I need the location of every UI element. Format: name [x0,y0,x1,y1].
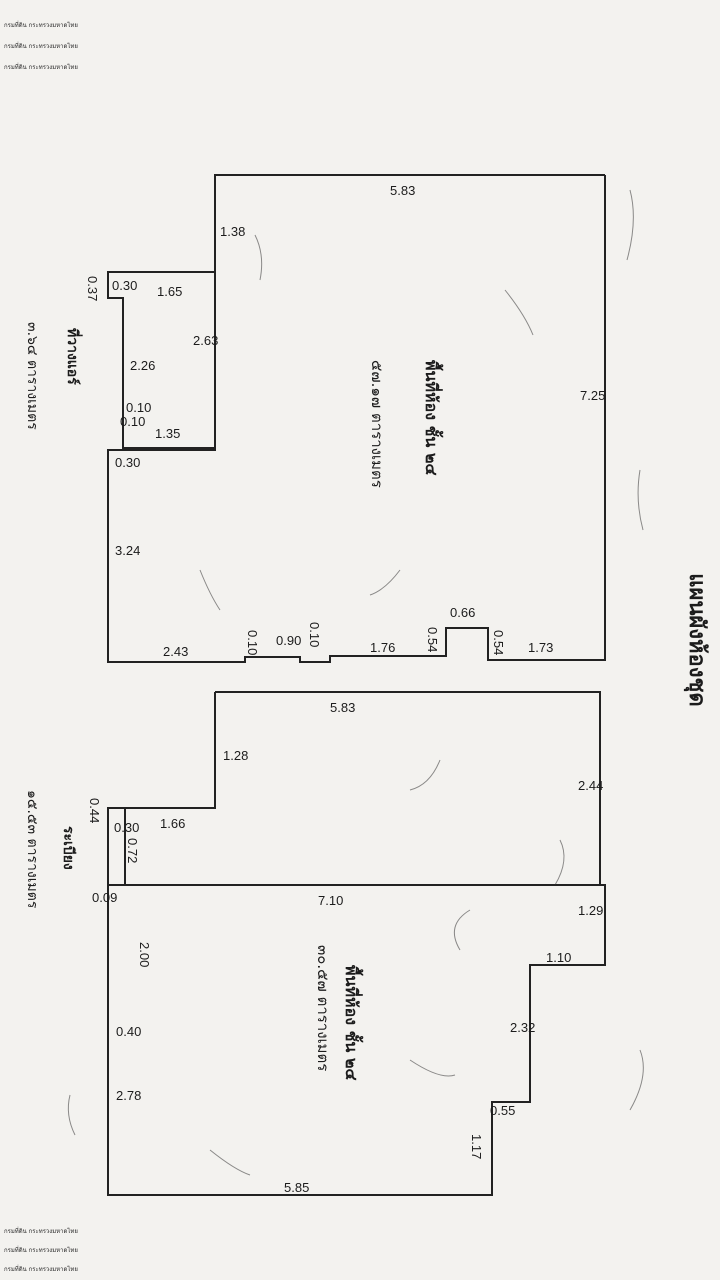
scan-mark [254,234,263,281]
dim-lower-mid-a: 2.00 [137,942,152,967]
header-strip-text: กรมที่ดิน กระทรวงมหาดไทย [4,21,78,29]
dim-lower-right-b: 1.10 [546,950,571,965]
dim-small-b: 1.65 [157,284,182,299]
unit-lower-outline [107,691,606,1196]
dim-lower-right-c: 1.17 [469,1134,484,1159]
dim-lower-right-a: 1.29 [578,903,603,918]
dim-bottom-e: 1.76 [370,640,395,655]
dim-bottom-a: 2.43 [163,644,188,659]
dim-lower-top: 5.83 [330,700,355,715]
scan-mark [453,909,471,951]
footer-strip-text: กรมที่ดิน กระทรวงมหาดไทย [4,1265,78,1273]
unit-lower-area: ๓๐.๕๗ ตารางเมตร [314,945,332,1071]
dim-bottom-d: 0.10 [307,622,322,647]
unit-lower-name: พื้นที่ห้อง ชั้น ๒๔ [342,965,364,1081]
unit-upper-main [214,174,605,272]
plan-title: แผนผังห้องชุด [683,573,709,706]
scan-mark [554,839,565,886]
dim-lower-mid-c: 0.40 [116,1024,141,1039]
dim-left-low: 3.24 [115,543,140,558]
unit-upper-walls [107,175,606,663]
dim-small-a: 0.30 [112,278,137,293]
dim-lower-right-top: 2.44 [578,778,603,793]
dim-inner-h: 2.26 [130,358,155,373]
unit-lower-balcony-area: ๑๕.๕๓ ตารางเมตร [24,790,40,909]
scan-mark [626,189,634,261]
unit-upper-balcony-area: ๓.๖๔ ตารางเมตร [24,322,40,430]
dim-lower-left-low: 2.78 [116,1088,141,1103]
dim-mid-v: 2.63 [193,333,218,348]
unit-lower-small [108,807,126,885]
dim-notch-c: 0.54 [491,630,506,655]
dim-bottom-b: 0.10 [245,630,260,655]
scan-mark [67,1094,76,1136]
dim-small-c: 0.37 [85,276,100,301]
scan-mark [209,1149,251,1176]
header-strip-text: กรมที่ดิน กระทรวงมหาดไทย [4,63,78,71]
unit-lower-balcony-name: ระเบียง [60,826,76,870]
header-strip: กรมที่ดิน กระทรวงมหาดไทย กรมที่ดิน กระทร… [4,21,78,71]
dim-lower-div-a: 0.09 [92,890,117,905]
dim-lower-divider: 7.10 [318,893,343,908]
dim-lower-left-top: 1.28 [223,748,248,763]
dim-inner-b: 0.10 [120,414,145,429]
footer-strip-text: กรมที่ดิน กระทรวงมหาดไทย [4,1227,78,1235]
scan-mark [199,569,221,611]
header-strip-text: กรมที่ดิน กระทรวงมหาดไทย [4,42,78,50]
dim-bottom-f: 1.73 [528,640,553,655]
scan-marks [67,189,644,1176]
scan-mark [629,1049,644,1111]
footer-strip: กรมที่ดิน กระทรวงมหาดไทย กรมที่ดิน กระทร… [4,1227,78,1273]
unit-upper-area: ๕๗.๑๗ ตารางเมตร [368,360,386,488]
footer-strip-text: กรมที่ดิน กระทรวงมหาดไทย [4,1246,78,1254]
scan-mark [369,569,401,596]
unit-lower-walls [107,691,606,1196]
dim-top: 5.83 [390,183,415,198]
unit-upper-outline [107,174,606,663]
dim-step-v: 0.30 [115,455,140,470]
dim-lower-mid-b: 2.32 [510,1020,535,1035]
dim-lower-small-d: 0.72 [125,838,140,863]
dim-left-top: 1.38 [220,224,245,239]
dim-notch-b: 0.66 [450,605,475,620]
dim-lower-small-a: 1.66 [160,816,185,831]
dim-lower-bottom: 5.85 [284,1180,309,1195]
dim-step-h: 1.35 [155,426,180,441]
scan-mark [409,759,441,791]
unit-upper-name: พื้นที่ห้อง ชั้น ๒๔ [422,360,444,476]
dim-right: 7.25 [580,388,605,403]
unit-upper-balcony-name: ที่วางแอร์ [64,328,83,385]
dim-lower-small-b: 0.30 [114,820,139,835]
scan-mark [409,1059,456,1077]
scan-mark [637,469,644,531]
dim-notch-a: 0.54 [425,627,440,652]
dim-lower-small-c: 0.44 [87,798,102,823]
scan-mark [504,289,534,336]
dim-inner-a: 0.10 [126,400,151,415]
dim-bottom-c: 0.90 [276,633,301,648]
dim-lower-notch: 0.55 [490,1103,515,1118]
